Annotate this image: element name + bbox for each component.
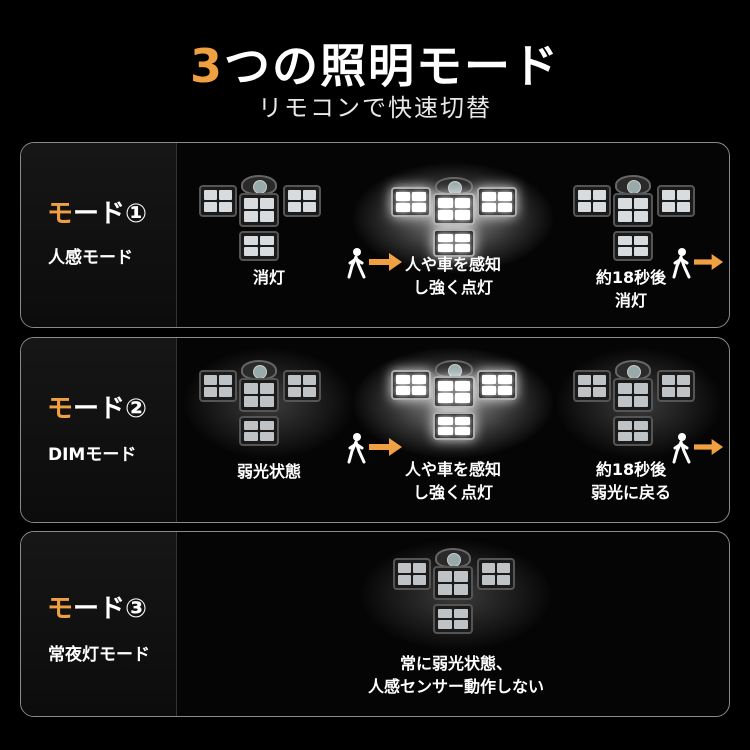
step-caption: 消灯 — [252, 268, 285, 287]
walking-person-icon — [672, 248, 691, 279]
mode-subtitle: DIMモード — [48, 445, 137, 465]
step-caption: 人や車を感知 し強く点灯 — [404, 255, 501, 297]
step-caption: 人や車を感知 し強く点灯 — [404, 460, 501, 502]
mode-title-rest: ード② — [73, 394, 148, 424]
mode-title: モード① — [47, 193, 147, 230]
stage-bright: 人や車を感知 し強く点灯 — [353, 338, 553, 522]
walking-person-icon — [672, 433, 691, 464]
solar-lamp-icon — [389, 360, 519, 442]
mode-title: モード② — [47, 388, 147, 425]
mode-title-rest: ード③ — [73, 594, 148, 624]
solar-lamp-icon — [571, 173, 696, 263]
mode-title-prefix: モ — [47, 594, 74, 624]
mode-title: モード③ — [47, 588, 147, 625]
walking-person-icon — [347, 433, 366, 464]
mode-panel-1: モード① 人感モード 消灯 人や車を感知 し強く点灯 — [20, 142, 730, 328]
title-text: つの照明モード — [224, 39, 560, 93]
walking-person-icon — [347, 248, 366, 279]
arrow-right-icon — [694, 439, 724, 455]
mode-title-prefix: モ — [47, 199, 74, 229]
stage-dim: 常に弱光状態、 人感センサー動作しない — [321, 532, 591, 716]
page-title: 3つの照明モード — [0, 30, 750, 96]
solar-lamp-icon — [197, 173, 322, 263]
mode-panel-3: モード③ 常夜灯モード 常に弱光状態、 人感センサー動作しない — [20, 531, 730, 717]
page-subtitle: リモコンで快速切替 — [258, 94, 492, 122]
arrow-right-icon — [694, 254, 724, 270]
mode-title-rest: ード① — [73, 199, 148, 229]
solar-lamp-icon — [571, 360, 696, 450]
step-caption: 常に弱光状態、 人感センサー動作しない — [367, 654, 544, 696]
solar-lamp-icon — [391, 548, 516, 638]
mode-subtitle: 人感モード — [48, 248, 133, 268]
title-accent: 3 — [189, 39, 224, 93]
stage-bright: 人や車を感知 し強く点灯 — [353, 143, 553, 327]
mode-label-column: モード③ 常夜灯モード — [21, 532, 177, 716]
stage-dim: 弱光状態 — [179, 338, 359, 522]
stage-after: 約18秒後 弱光に戻る — [541, 338, 721, 522]
stage-off: 消灯 — [179, 143, 359, 327]
mode-panel-2: モード② DIMモード 弱光状態 人や車を感知 し強く点灯 — [20, 337, 730, 523]
stage-after: 約18秒後 消灯 — [541, 143, 721, 327]
mode-title-prefix: モ — [47, 394, 74, 424]
step-caption: 弱光状態 — [236, 462, 301, 481]
mode-label-column: モード② DIMモード — [21, 338, 177, 522]
step-caption: 約18秒後 消灯 — [595, 268, 667, 310]
solar-lamp-icon — [389, 177, 519, 259]
mode-subtitle: 常夜灯モード — [48, 645, 150, 665]
step-caption: 約18秒後 弱光に戻る — [590, 460, 671, 502]
mode-label-column: モード① 人感モード — [21, 143, 177, 327]
solar-lamp-icon — [197, 360, 322, 450]
